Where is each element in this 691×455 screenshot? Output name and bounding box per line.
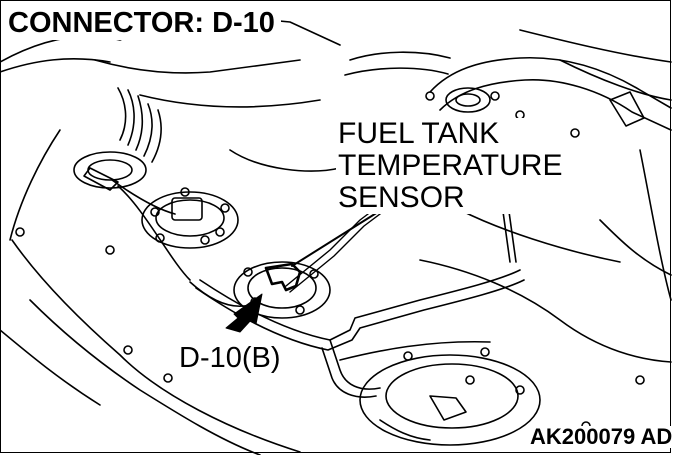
callout-line-3: SENSOR — [338, 181, 465, 214]
figure-code: AK200079 AD — [528, 424, 675, 449]
connector-arrow-icon — [225, 293, 263, 333]
fuel-pump-assembly — [73, 87, 251, 307]
callout-leader-line — [291, 211, 379, 267]
page-title: CONNECTOR: D-10 — [6, 9, 281, 40]
connector-label: D-10(B) — [177, 342, 283, 374]
mounting-bolts — [15, 227, 645, 431]
sensor-callout-label: FUEL TANK TEMPERATURE SENSOR — [336, 117, 565, 214]
fuel-tank-outline — [0, 18, 672, 455]
callout-line-2: TEMPERATURE — [338, 149, 563, 182]
callout-line-1: FUEL TANK — [338, 117, 500, 150]
fuel-sender — [359, 347, 541, 446]
filler-hoses — [344, 51, 672, 138]
